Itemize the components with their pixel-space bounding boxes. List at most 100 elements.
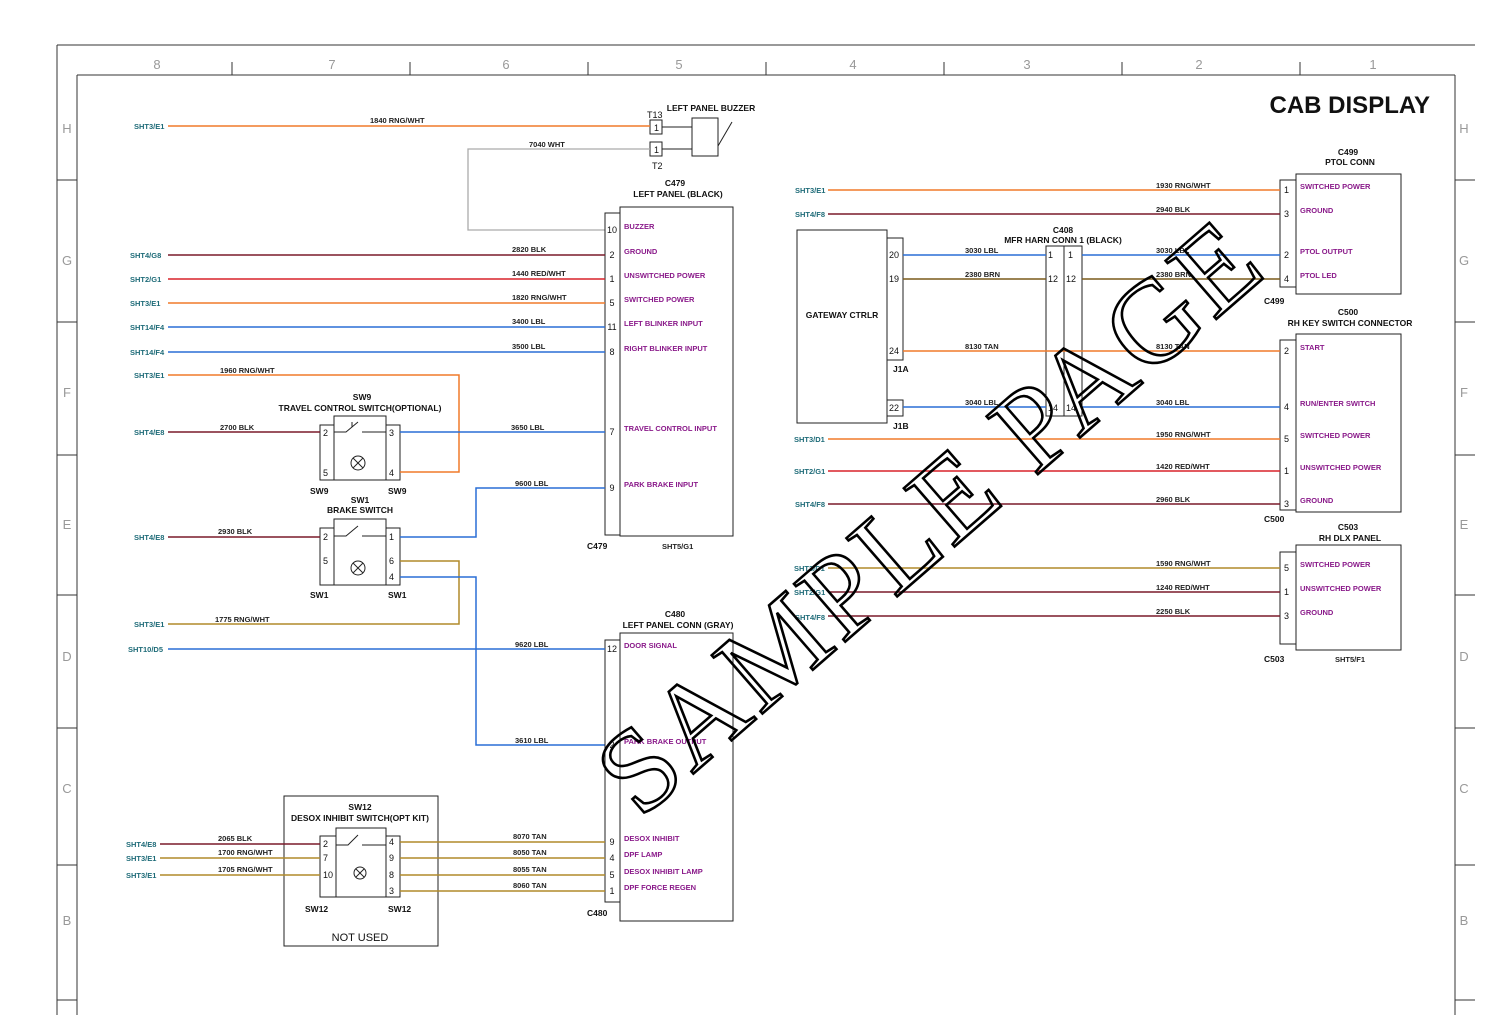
zone-column-label: 1 xyxy=(1369,57,1376,72)
wire-1420-ref: SHT2/G1 xyxy=(794,467,825,476)
sw12-c480-wire-label: 8055 TAN xyxy=(513,865,547,874)
left-panel-buzzer: LEFT PANEL BUZZER T13 T2 1 1 xyxy=(647,103,755,171)
sw9-name: SW9 xyxy=(353,392,372,402)
zone-column-label: 6 xyxy=(502,57,509,72)
sw9-foot-left: SW9 xyxy=(310,486,329,496)
c479-name: C479 xyxy=(665,178,686,188)
c499-pin-number: 1 xyxy=(1284,185,1289,195)
sw1-name: SW1 xyxy=(351,495,370,505)
sw9-pin-2: 2 xyxy=(323,428,328,438)
c499-pin-label: PTOL OUTPUT xyxy=(1300,247,1353,256)
c503-pin-number: 1 xyxy=(1284,587,1289,597)
gateway-pin-19: 19 xyxy=(889,274,899,284)
wire-1775 xyxy=(168,560,460,625)
wire-3030-label-left: 3030 LBL xyxy=(965,246,999,255)
c480-subtitle: LEFT PANEL CONN (GRAY) xyxy=(623,620,734,630)
sw12-wire-ref: SHT3/E1 xyxy=(126,854,156,863)
connector-c479: C479 LEFT PANEL (BLACK) C479 SHT5/G1 xyxy=(587,178,734,551)
wire-1840-label: 1840 RNG/WHT xyxy=(370,116,425,125)
sw12-wire-ref: SHT3/E1 xyxy=(126,871,156,880)
c479-pin-number: 11 xyxy=(607,322,616,332)
sw1-pin-6: 6 xyxy=(389,556,394,566)
wire-3610 xyxy=(400,576,605,746)
sw12-right-pin: 3 xyxy=(389,886,394,896)
zone-row-label: F xyxy=(1460,385,1468,400)
buzzer-pin-1: 1 xyxy=(654,123,659,133)
wire-1960 xyxy=(168,374,460,473)
c480-pin-number: 9 xyxy=(609,837,614,847)
c479-pin-label: BUZZER xyxy=(624,222,655,231)
zone-row-label: B xyxy=(63,913,72,928)
c503-subtitle: RH DLX PANEL xyxy=(1319,533,1381,543)
zone-row-label: H xyxy=(1459,121,1468,136)
c499-footer: C499 xyxy=(1264,296,1285,306)
c479-pin-label: TRAVEL CONTROL INPUT xyxy=(624,424,717,433)
c499-pin-number: 4 xyxy=(1284,274,1289,284)
zone-row-label: H xyxy=(62,121,71,136)
zone-row-label: G xyxy=(62,253,72,268)
c500-name: C500 xyxy=(1338,307,1359,317)
sw12-wire-label: 1705 RNG/WHT xyxy=(218,865,273,874)
sw9-pin-3: 3 xyxy=(389,428,394,438)
c499-pin-label: SWITCHED POWER xyxy=(1300,182,1371,191)
sw9-lamp-icon xyxy=(350,455,366,471)
page-title: CAB DISPLAY xyxy=(1270,92,1430,119)
c500-subtitle: RH KEY SWITCH CONNECTOR xyxy=(1288,318,1413,328)
gateway-j1b: J1B xyxy=(893,421,909,431)
c480-pin-number: 2 xyxy=(609,740,614,750)
c479-pin-number: 9 xyxy=(609,483,614,493)
wire-2380-label-left: 2380 BRN xyxy=(965,270,1000,279)
connector-c480: C480 LEFT PANEL CONN (GRAY) C480 xyxy=(587,609,734,922)
zone-column-label: 2 xyxy=(1195,57,1202,72)
sw1-pin-1: 1 xyxy=(389,532,394,542)
sw12-c480-wire-label: 8060 TAN xyxy=(513,881,547,890)
wire-9600-label: 9600 LBL xyxy=(515,479,549,488)
wire-1240-ref: SHT2/G1 xyxy=(794,588,825,597)
wire-1950-ref: SHT3/D1 xyxy=(794,435,825,444)
wire-2250-label: 2250 BLK xyxy=(1156,607,1191,616)
gateway-label: GATEWAY CTRLR xyxy=(806,310,879,320)
c503-pin-label: UNSWITCHED POWER xyxy=(1300,584,1382,593)
zone-row-label: G xyxy=(1459,253,1469,268)
sw12-left-pin: 10 xyxy=(323,870,333,880)
c499-pin-label: PTOL LED xyxy=(1300,271,1337,280)
c479-pin-number: 2 xyxy=(609,250,614,260)
wire-1840-ref: SHT3/E1 xyxy=(134,122,164,131)
wire-8130-label-left: 8130 TAN xyxy=(965,342,999,351)
sw1-subtitle: BRAKE SWITCH xyxy=(327,505,393,515)
sw12-subtitle: DESOX INHIBIT SWITCH(OPT KIT) xyxy=(291,813,429,823)
c408-right-pin-14: 14 xyxy=(1066,403,1076,413)
zone-row-label: F xyxy=(63,385,71,400)
c479-pin-label: GROUND xyxy=(624,247,658,256)
wire-1930-ref: SHT3/E1 xyxy=(795,186,825,195)
c408-subtitle: MFR HARN CONN 1 (BLACK) xyxy=(1004,235,1122,245)
c503-footer-left: C503 xyxy=(1264,654,1285,664)
wire-1950-label: 1950 RNG/WHT xyxy=(1156,430,1211,439)
zone-column-label: 4 xyxy=(849,57,856,72)
c499-pin-label: GROUND xyxy=(1300,206,1334,215)
zone-row-label: D xyxy=(62,649,71,664)
wire-7040-label: 7040 WHT xyxy=(529,140,565,149)
c479-wire-label: 1440 RED/WHT xyxy=(512,269,566,278)
c479-pin-number: 7 xyxy=(609,427,614,437)
c500-pin-label: RUN/ENTER SWITCH xyxy=(1300,399,1375,408)
zone-row-label: E xyxy=(63,517,72,532)
buzzer-t13: T13 xyxy=(647,110,663,120)
wire-2960-label: 2960 BLK xyxy=(1156,495,1191,504)
c499-pin-number: 3 xyxy=(1284,209,1289,219)
c479-wire-label: 3400 LBL xyxy=(512,317,546,326)
c479-wire-ref: SHT3/E1 xyxy=(130,299,160,308)
c479-wire-ref: SHT14/F4 xyxy=(130,323,165,332)
c503-footer-right: SHT5/F1 xyxy=(1335,655,1365,664)
c503-pin-number: 3 xyxy=(1284,611,1289,621)
c480-pin-label: DESOX INHIBIT LAMP xyxy=(624,867,703,876)
c408-left-pin-14: 14 xyxy=(1048,403,1058,413)
zone-column-label: 8 xyxy=(153,57,160,72)
zone-row-label: B xyxy=(1460,913,1469,928)
wire-7040 xyxy=(467,148,650,231)
